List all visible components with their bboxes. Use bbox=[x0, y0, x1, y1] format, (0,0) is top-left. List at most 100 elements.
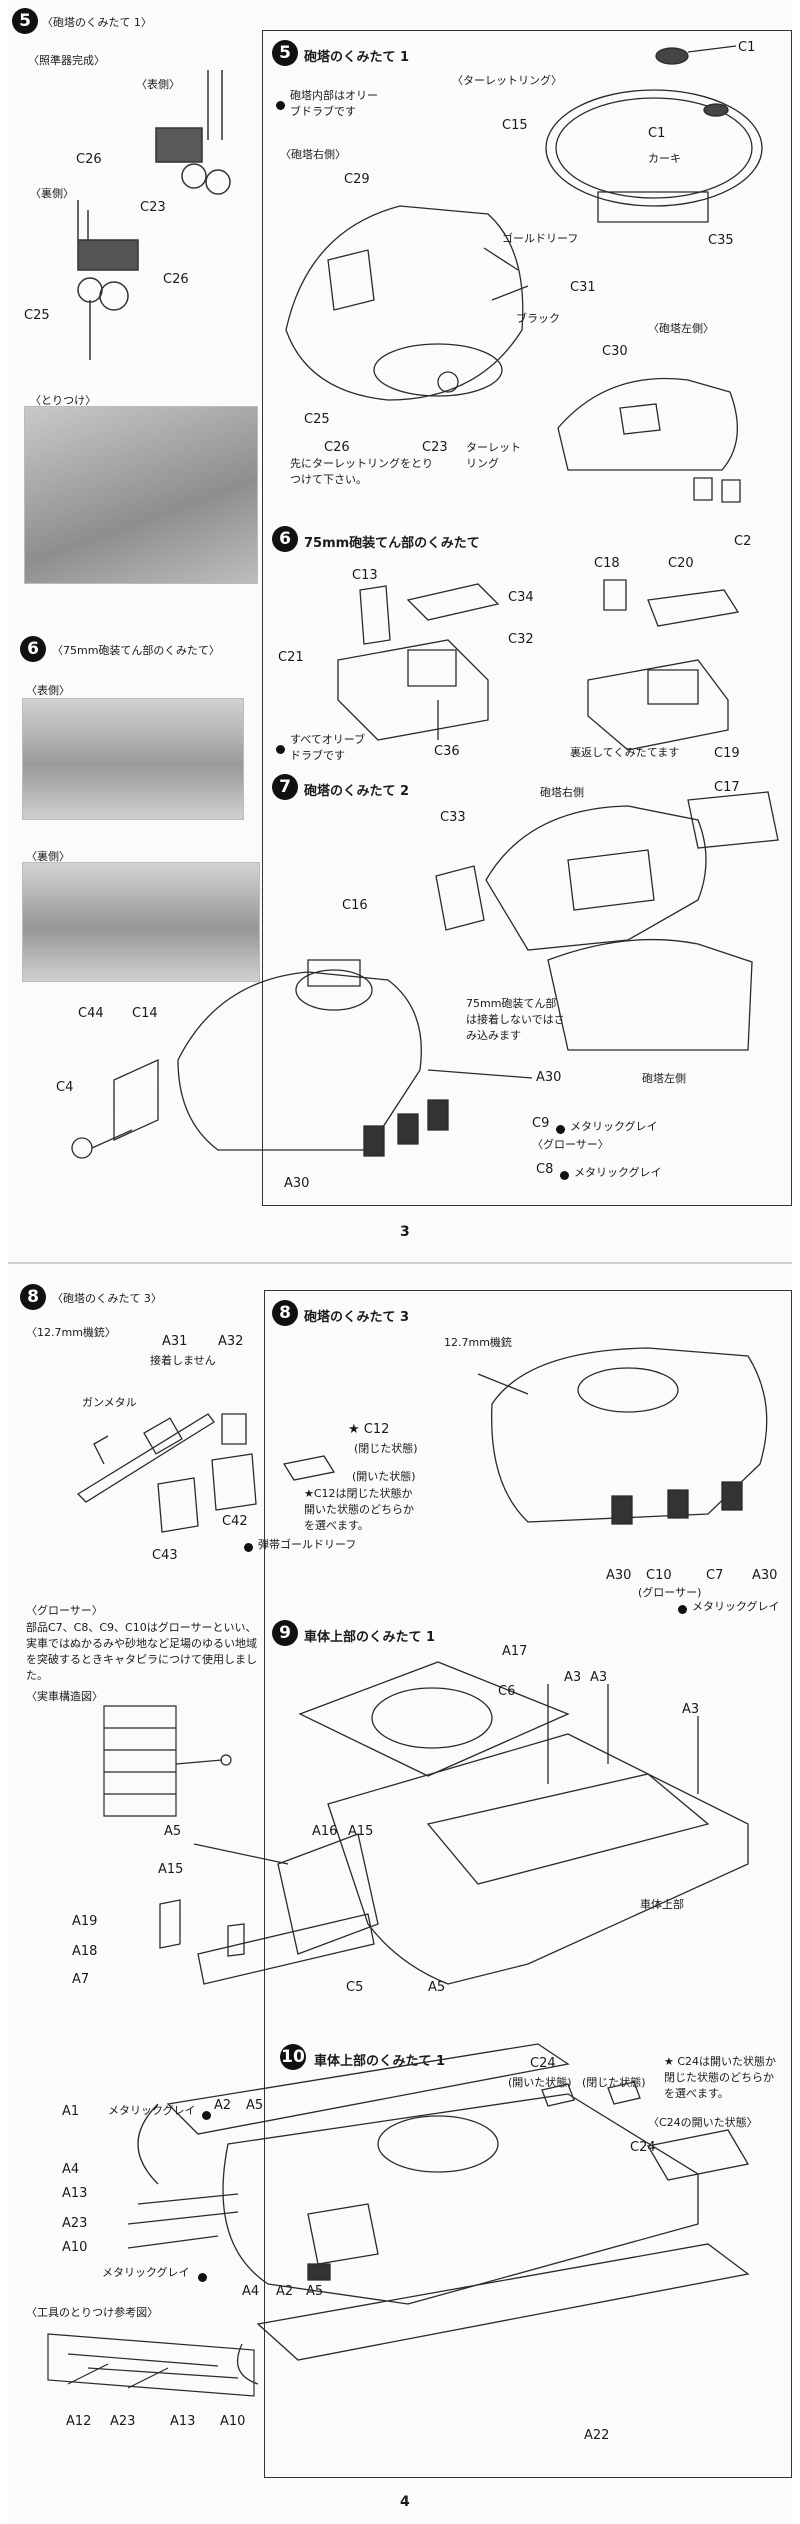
step-title: 砲塔のくみたて 2 bbox=[304, 784, 410, 799]
assembly-note: 先にターレットリングをとりつけて下さい。 bbox=[290, 457, 433, 486]
step-title: 車体上部のくみたて 1 bbox=[304, 1630, 436, 1645]
instruction-page-3: 5 〈砲塔のくみたて 1〉 〈照準器完成〉 〈表側〉 〈裏側〉 C26 C23 … bbox=[8, 0, 792, 1262]
grouser-description: 部品C7、C8、C9、C10はグローサーといい、実車ではぬかるみや砂地など足場の… bbox=[26, 1621, 257, 1682]
part-label: C20 bbox=[668, 556, 694, 571]
part-label: A30 bbox=[536, 1070, 562, 1085]
breech-back-photo bbox=[22, 862, 260, 982]
step10-line-drawing bbox=[8, 1264, 792, 2464]
part-label: A13 bbox=[170, 2414, 196, 2429]
assembly-note: ★ C24は開いた状態か閉じた状態のどちらかを選べます。 bbox=[664, 2055, 777, 2100]
part-label: A16 bbox=[312, 1824, 338, 1839]
part-label: C21 bbox=[278, 650, 304, 665]
part-label: A5 bbox=[306, 2284, 324, 2299]
assembly-note: (閉じた状態) bbox=[354, 1442, 418, 1455]
part-label: C1 bbox=[738, 40, 756, 55]
part-label: A30 bbox=[284, 1176, 310, 1191]
step-number-badge: 9 bbox=[272, 1620, 298, 1646]
step8-line-drawing bbox=[8, 1264, 792, 1624]
part-label: A12 bbox=[66, 2414, 92, 2429]
part-label: C17 bbox=[714, 780, 740, 795]
section-label: 〈裏側〉 bbox=[26, 850, 70, 863]
step9-line-drawing bbox=[8, 1264, 792, 2024]
paint-note: メタリックグレイ bbox=[692, 1600, 780, 1613]
section-label: 〈ターレットリング〉 bbox=[452, 74, 562, 87]
step-number-badge: 5 bbox=[12, 8, 38, 34]
paint-dot-icon bbox=[276, 738, 288, 757]
paint-note: メタリックグレイ bbox=[574, 1166, 662, 1179]
assembly-note: (開いた状態) bbox=[508, 2076, 572, 2089]
paint-note: カーキ bbox=[648, 152, 681, 165]
step7-line-drawing bbox=[8, 0, 792, 1240]
paint-dot-icon bbox=[244, 1536, 256, 1555]
paint-dot-icon bbox=[198, 2266, 210, 2285]
part-label: A5 bbox=[164, 1824, 182, 1839]
step-title: 〈砲塔のくみたて 3〉 bbox=[52, 1292, 162, 1305]
assembly-note: (閉じた状態) bbox=[582, 2076, 646, 2089]
section-label: 〈砲塔右側〉 bbox=[280, 148, 346, 161]
part-label: C15 bbox=[502, 118, 528, 133]
part-label: A31 bbox=[162, 1334, 188, 1349]
section-label: 〈照準器完成〉 bbox=[28, 54, 105, 67]
breech-front-photo bbox=[22, 698, 244, 820]
assembly-note: (開いた状態) bbox=[352, 1470, 416, 1483]
step-title: 砲塔のくみたて 3 bbox=[304, 1310, 410, 1325]
part-label: C23 bbox=[422, 440, 448, 455]
step-title: 〈75mm砲装てん部のくみたて〉 bbox=[52, 644, 220, 657]
section-label: 12.7mm機銃 bbox=[444, 1336, 512, 1349]
paint-dot-icon bbox=[276, 94, 288, 113]
part-label: C43 bbox=[152, 1548, 178, 1563]
step-title: 〈砲塔のくみたて 1〉 bbox=[42, 16, 152, 29]
step-number-badge: 5 bbox=[272, 40, 298, 66]
step-number-badge: 6 bbox=[272, 526, 298, 552]
part-label: A30 bbox=[752, 1568, 778, 1583]
part-label: A3 bbox=[682, 1702, 700, 1717]
part-label: A5 bbox=[428, 1980, 446, 1995]
part-label: A23 bbox=[62, 2216, 88, 2231]
steps-frame bbox=[262, 30, 792, 1206]
assembly-note: ★C12は閉じた状態か開いた状態のどちらかを選べます。 bbox=[304, 1487, 414, 1532]
part-label: C23 bbox=[140, 200, 166, 215]
step-title: 砲塔のくみたて 1 bbox=[304, 50, 410, 65]
section-label: 〈実車構造図〉 bbox=[26, 1690, 103, 1703]
section-label: 〈裏側〉 bbox=[30, 187, 74, 200]
part-label: C35 bbox=[708, 233, 734, 248]
paint-dot-icon bbox=[678, 1598, 690, 1617]
part-label: A2 bbox=[214, 2098, 232, 2113]
part-label: C10 bbox=[646, 1568, 672, 1583]
section-label: 砲塔左側 bbox=[642, 1072, 686, 1085]
step-number-badge: 8 bbox=[272, 1300, 298, 1326]
assembly-note: 裏返してくみたてます bbox=[570, 746, 680, 759]
section-label: 〈砲塔左側〉 bbox=[648, 322, 714, 335]
paint-note: 砲塔内部はオリーブドラブです bbox=[290, 89, 378, 118]
part-label: A18 bbox=[72, 1944, 98, 1959]
part-label: C42 bbox=[222, 1514, 248, 1529]
instruction-page-4: 8 〈砲塔のくみたて 3〉 〈12.7mm機銃〉 〈グローサー〉 部品C7、C8… bbox=[8, 1262, 792, 2524]
assembly-note: 75mm砲装てん部は接着しないではさみ込みます bbox=[466, 997, 565, 1042]
step6-line-drawing bbox=[8, 0, 792, 800]
step-number-badge: 8 bbox=[20, 1284, 46, 1310]
part-label: A5 bbox=[246, 2098, 264, 2113]
part-label: A32 bbox=[218, 1334, 244, 1349]
step-title: 車体上部のくみたて 1 bbox=[314, 2054, 446, 2069]
section-label: 〈表側〉 bbox=[136, 78, 180, 91]
part-label: A23 bbox=[110, 2414, 136, 2429]
part-label: A22 bbox=[584, 2428, 610, 2443]
part-label: A30 bbox=[606, 1568, 632, 1583]
part-label: C26 bbox=[324, 440, 350, 455]
part-label: A1 bbox=[62, 2104, 80, 2119]
part-label: C14 bbox=[132, 1006, 158, 1021]
assembly-note: 接着しません bbox=[150, 1354, 216, 1367]
paint-note: (グローサー) bbox=[638, 1586, 702, 1599]
paint-note: ブラック bbox=[516, 312, 560, 325]
part-label: A3 bbox=[564, 1670, 582, 1685]
paint-dot-icon bbox=[202, 2104, 214, 2123]
part-label: A4 bbox=[242, 2284, 260, 2299]
paint-note: メタリックグレイ bbox=[570, 1120, 658, 1133]
section-label: 砲塔右側 bbox=[540, 786, 584, 799]
part-label: C26 bbox=[163, 272, 189, 287]
part-label: A13 bbox=[62, 2186, 88, 2201]
paint-note: 弾帯ゴールドリーフ bbox=[258, 1538, 357, 1551]
paint-note: メタリックグレイ bbox=[102, 2266, 190, 2279]
part-label: A17 bbox=[502, 1644, 528, 1659]
part-label: C32 bbox=[508, 632, 534, 647]
